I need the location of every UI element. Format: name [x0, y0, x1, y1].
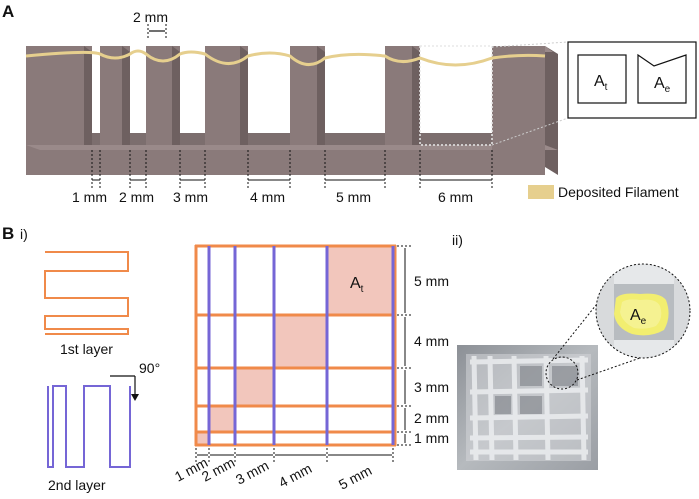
bottom-label-5: 5 mm	[336, 462, 374, 493]
photo-ae-label: Ae	[630, 307, 647, 327]
legend-label: Deposited Filament	[558, 184, 679, 200]
bottom-dimensions	[195, 448, 394, 462]
panel-b-label: B	[2, 224, 14, 243]
panel-b-i-label: i)	[20, 226, 28, 242]
right-label-5: 5 mm	[414, 273, 449, 289]
top-dimension-label: 2 mm	[133, 9, 168, 25]
right-label-3: 3 mm	[414, 379, 449, 395]
gap-label-3: 3 mm	[173, 189, 208, 205]
gap-label-6: 6 mm	[438, 189, 473, 205]
panel-b-ii-label: ii)	[452, 232, 463, 248]
bottom-label-3: 3 mm	[233, 457, 271, 488]
gap-label-5: 5 mm	[336, 189, 371, 205]
deposited-filament	[25, 49, 546, 67]
panel-a-label: A	[2, 2, 14, 21]
grid-at-label: At	[350, 275, 364, 295]
zoom-source-circle	[545, 356, 579, 390]
right-label-2: 2 mm	[414, 410, 449, 426]
gap-label-2: 2 mm	[119, 189, 154, 205]
first-layer-label: 1st layer	[60, 341, 113, 357]
rotation-label: 90°	[139, 360, 160, 376]
second-layer-label: 2nd layer	[48, 477, 106, 493]
lattice-grid	[194, 244, 397, 447]
mold-block	[26, 45, 558, 175]
printed-sample-photo	[457, 345, 598, 470]
gap-label-4: 4 mm	[250, 189, 285, 205]
zoomed-inset: Ae	[595, 263, 691, 359]
right-label-1: 1 mm	[414, 430, 449, 446]
experimental-area-shape	[637, 53, 687, 104]
bottom-label-4: 4 mm	[276, 460, 314, 491]
second-layer-pattern	[47, 385, 131, 468]
right-dimensions	[397, 245, 412, 446]
right-label-4: 4 mm	[414, 333, 449, 349]
inset-at-label: At	[594, 73, 608, 93]
inset-ae-label: Ae	[654, 75, 671, 95]
gap-label-1: 1 mm	[72, 189, 107, 205]
cross-section-inset: At Ae	[567, 41, 697, 119]
top-dimension: 2 mm	[133, 9, 168, 40]
theoretical-area-square	[577, 54, 627, 104]
legend-swatch	[528, 185, 554, 199]
first-layer-pattern	[44, 251, 129, 335]
rotation-arrow	[110, 375, 139, 401]
gap-dimensions	[91, 150, 493, 188]
